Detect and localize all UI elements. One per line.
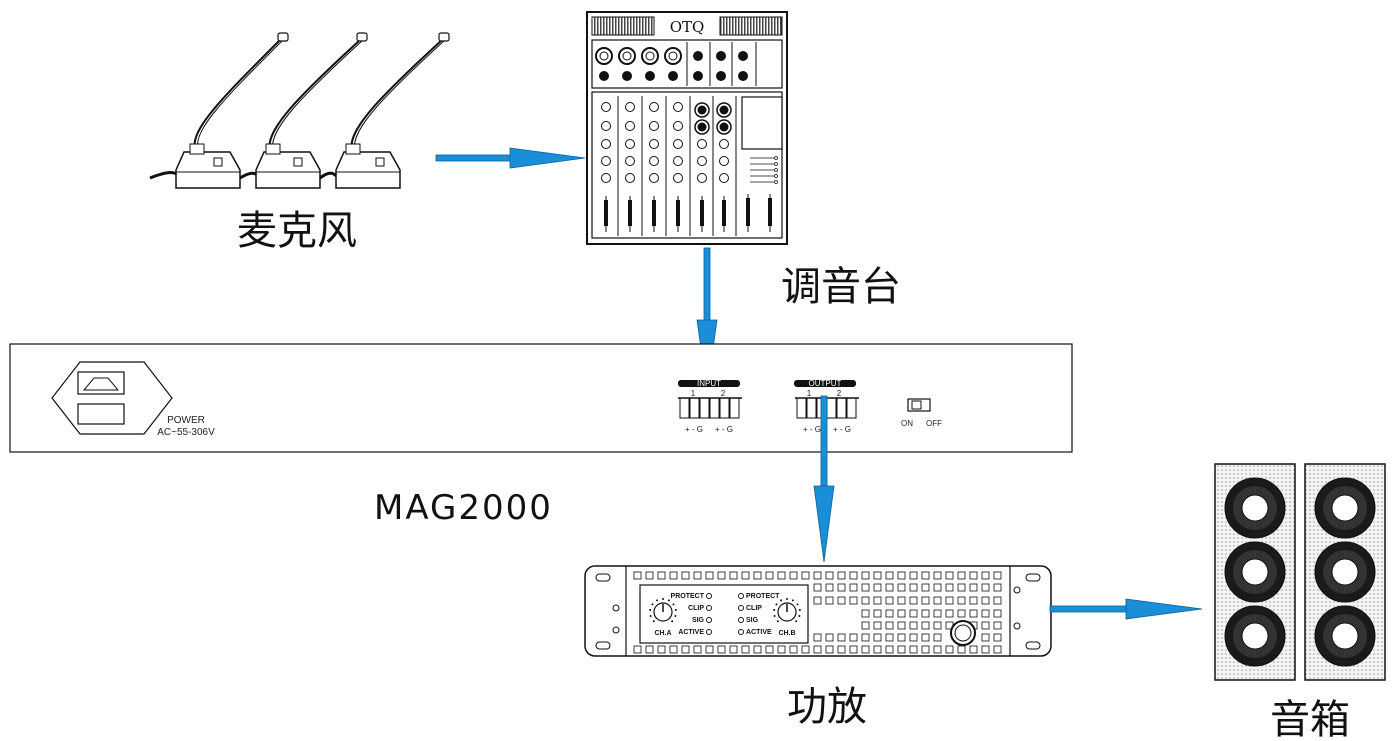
amplifier-vents bbox=[633, 571, 1002, 654]
led-b-protect-label: PROTECT bbox=[746, 593, 780, 600]
input-terminal-block: INPUT 1 2 + - G + - G bbox=[678, 379, 742, 434]
mixer-label: 调音台 bbox=[781, 264, 901, 310]
microphone-1 bbox=[149, 32, 289, 189]
input-label: INPUT bbox=[697, 379, 721, 388]
mixer-master-section bbox=[750, 156, 778, 184]
output-channel-2: 2 bbox=[837, 389, 842, 398]
processor-rear-panel: POWER AC~55-306V INPUT 1 2 + - G + - G O… bbox=[9, 343, 1073, 453]
input-pins-1-label: + - G bbox=[685, 425, 703, 434]
led-b-sig bbox=[738, 617, 744, 623]
power-switch: ON OFF bbox=[901, 398, 942, 428]
led-b-active-label: ACTIVE bbox=[746, 629, 772, 636]
led-column-b: PROTECT CLIP SIG ACTIVE bbox=[738, 593, 780, 636]
microphone-3 bbox=[319, 32, 450, 189]
led-a-clip-label: CLIP bbox=[688, 605, 704, 612]
mixer-input-jacks bbox=[595, 42, 757, 86]
mixer-channel-strips bbox=[601, 96, 772, 236]
processor-model-label: MAG2000 bbox=[374, 488, 553, 528]
amplifier-label: 功放 bbox=[787, 684, 867, 730]
arrow-mic-to-mixer bbox=[435, 147, 586, 169]
output-pins-2-label: + - G bbox=[833, 425, 851, 434]
microphone-2 bbox=[239, 32, 368, 189]
output-label: OUTPUT bbox=[809, 379, 842, 388]
led-column-a: PROTECT CLIP SIG ACTIVE bbox=[671, 593, 712, 636]
amplifier-front-panel: CH.A CH.B PROTECT CLIP SIG ACTIVE PROTEC… bbox=[584, 565, 1052, 657]
led-b-clip bbox=[738, 605, 744, 611]
knob-ch-b bbox=[773, 598, 801, 623]
led-a-active-label: ACTIVE bbox=[678, 629, 704, 636]
output-channel-1: 1 bbox=[807, 389, 812, 398]
led-a-sig bbox=[706, 617, 712, 623]
speaker-label: 音箱 bbox=[1270, 697, 1350, 741]
knob-ch-a bbox=[649, 598, 677, 623]
input-pins-2-label: + - G bbox=[715, 425, 733, 434]
microphone-label: 麦克风 bbox=[237, 208, 357, 254]
led-a-sig-label: SIG bbox=[692, 617, 705, 624]
arrow-processor-to-amplifier bbox=[813, 395, 835, 563]
led-b-sig-label: SIG bbox=[746, 617, 759, 624]
switch-off-label: OFF bbox=[926, 419, 942, 428]
output-pins-1-label: + - G bbox=[803, 425, 821, 434]
input-pins bbox=[678, 397, 742, 419]
speaker-right bbox=[1304, 463, 1386, 681]
led-a-protect bbox=[706, 593, 712, 599]
channel-b-label: CH.B bbox=[778, 630, 795, 637]
power-spec: AC~55-306V bbox=[157, 427, 215, 438]
input-channel-2: 2 bbox=[721, 389, 726, 398]
led-b-clip-label: CLIP bbox=[746, 605, 762, 612]
input-channel-1: 1 bbox=[691, 389, 696, 398]
led-a-clip bbox=[706, 605, 712, 611]
mixer-meter-display bbox=[741, 96, 783, 150]
microphone-group bbox=[149, 32, 450, 189]
mixer: OTQ bbox=[586, 11, 788, 245]
led-b-active bbox=[738, 629, 744, 635]
led-a-active bbox=[706, 629, 712, 635]
mixer-brand: OTQ bbox=[670, 18, 705, 36]
led-b-protect bbox=[738, 593, 744, 599]
led-a-protect-label: PROTECT bbox=[671, 593, 705, 600]
arrow-amplifier-to-speakers bbox=[1049, 598, 1203, 620]
channel-a-label: CH.A bbox=[654, 630, 671, 637]
switch-on-label: ON bbox=[901, 419, 913, 428]
speaker-left bbox=[1214, 463, 1296, 681]
power-label: POWER bbox=[167, 415, 205, 426]
speaker-pair bbox=[1214, 463, 1386, 681]
